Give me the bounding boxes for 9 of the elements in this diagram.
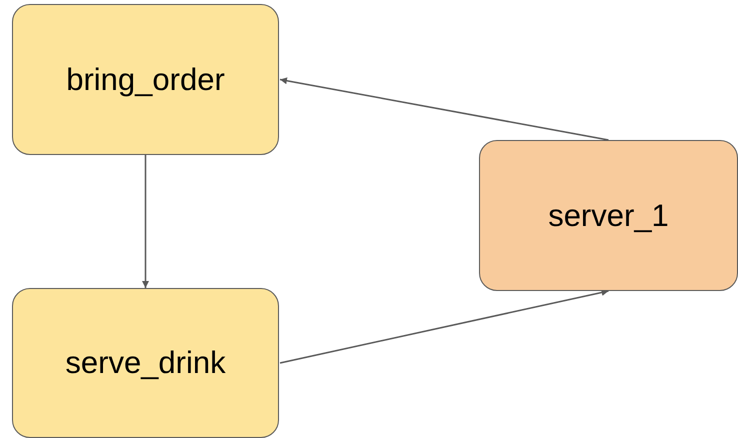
node-label: bring_order	[66, 62, 225, 98]
node-label: serve_drink	[65, 345, 226, 381]
arrow	[142, 155, 149, 288]
process-box	[12, 288, 279, 438]
arrow	[280, 289, 609, 364]
process-box	[12, 4, 279, 155]
process-box	[479, 140, 738, 291]
node-label: server_1	[548, 198, 669, 234]
arrow	[280, 77, 609, 141]
